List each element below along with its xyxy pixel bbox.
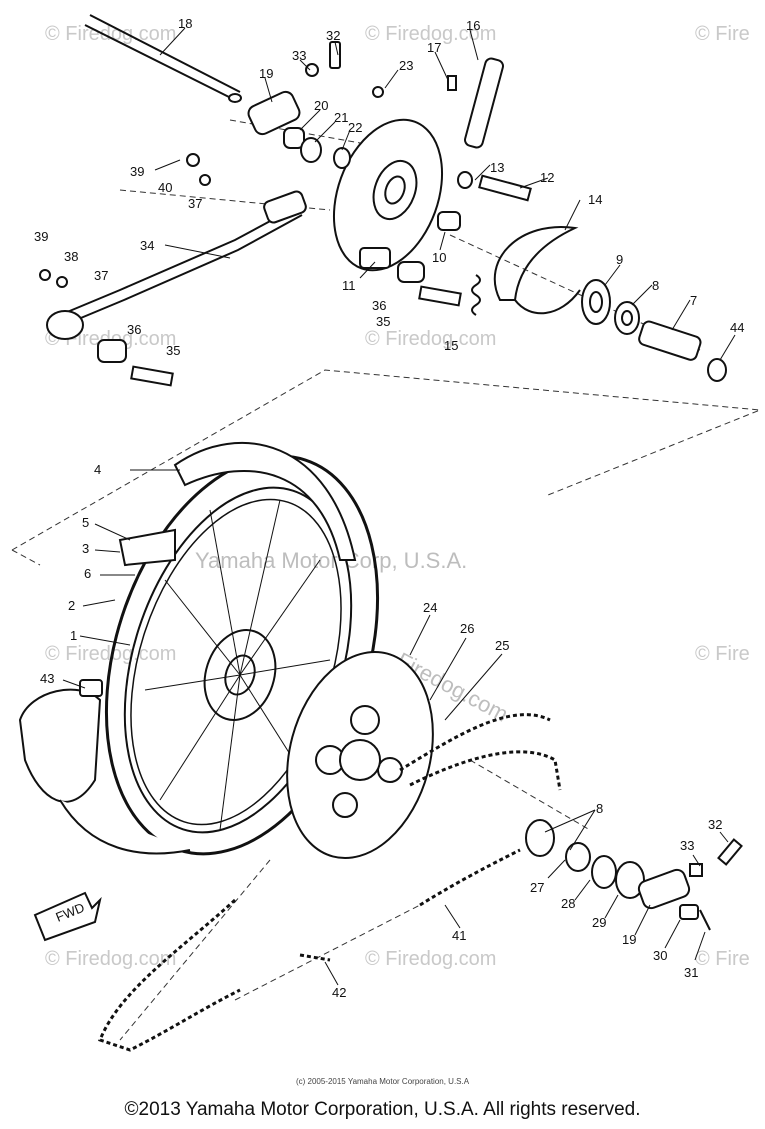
part-number: 33 — [292, 48, 306, 63]
part-number: 20 — [314, 98, 328, 113]
watermark: © Firedog.com — [45, 23, 176, 45]
bearing-set — [581, 279, 727, 382]
part-number: 17 — [427, 40, 441, 55]
watermark: © Fire — [695, 23, 750, 45]
part-number: 37 — [94, 268, 108, 283]
watermark: Yamaha Motor Corp, U.S.A. — [195, 548, 467, 573]
part-number: 18 — [178, 16, 192, 31]
part-number: 14 — [588, 192, 602, 207]
part-number: 9 — [616, 252, 623, 267]
rim-band — [79, 528, 176, 697]
part-number: 35 — [166, 343, 180, 358]
torque-rod — [39, 153, 307, 387]
part-number: 42 — [332, 985, 346, 1000]
tire-tread — [18, 441, 357, 855]
part-number: 11 — [342, 278, 356, 293]
part-number: 44 — [730, 320, 744, 335]
part-number: 22 — [348, 120, 362, 135]
watermark: © Firedog.com — [365, 23, 496, 45]
part-number: 26 — [460, 621, 474, 636]
brake-panel — [332, 118, 444, 272]
watermark: © Fire — [695, 948, 750, 970]
part-number: 8 — [596, 801, 603, 816]
part-number: 32 — [708, 817, 722, 832]
brake-shoe — [493, 225, 581, 315]
part-number: 39 — [130, 164, 144, 179]
part-number: 36 — [372, 298, 386, 313]
watermark: © Firedog.com — [365, 328, 496, 350]
watermark: © Fire — [695, 643, 750, 665]
axle-hardware-right — [525, 819, 743, 931]
part-number: 25 — [495, 638, 509, 653]
part-number: 13 — [490, 160, 504, 175]
part-number: 10 — [432, 250, 446, 265]
part-number: 21 — [334, 110, 348, 125]
part-number: 33 — [680, 838, 694, 853]
watermark: © Firedog.com — [365, 948, 496, 970]
part-number: 32 — [326, 28, 340, 43]
copyright-footer: ©2013 Yamaha Motor Corporation, U.S.A. A… — [124, 1099, 641, 1120]
leader-lines — [62, 27, 736, 986]
part-number: 16 — [466, 18, 480, 33]
part-number: 3 — [82, 541, 89, 556]
part-number: 34 — [140, 238, 154, 253]
watermark: © Firedog.com — [45, 643, 176, 665]
watermark: © Firedog.com — [45, 948, 176, 970]
part-number: 35 — [376, 314, 390, 329]
part-number: 6 — [84, 566, 91, 581]
part-number: 37 — [188, 196, 202, 211]
part-number: 36 — [127, 322, 141, 337]
part-number: 40 — [158, 180, 172, 195]
part-number: 2 — [68, 598, 75, 613]
part-number: 24 — [423, 600, 437, 615]
part-number: 30 — [653, 948, 667, 963]
part-number: 29 — [592, 915, 606, 930]
part-number: 5 — [82, 515, 89, 530]
part-number: 31 — [684, 965, 698, 980]
part-number: 27 — [530, 880, 544, 895]
part-number: 39 — [34, 229, 48, 244]
part-number-labels: 18 32 33 16 17 23 19 20 21 22 39 40 37 1… — [34, 16, 744, 1000]
part-number: 28 — [561, 896, 575, 911]
part-number: 43 — [40, 671, 54, 686]
part-number: 1 — [70, 628, 77, 643]
part-number: 19 — [259, 66, 273, 81]
small-hardware — [247, 41, 532, 316]
part-number: 7 — [690, 293, 697, 308]
part-number: 41 — [452, 928, 466, 943]
part-number: 12 — [540, 170, 554, 185]
part-number: 15 — [444, 338, 458, 353]
part-number: 19 — [622, 932, 636, 947]
rear-sprocket — [286, 650, 434, 860]
part-number: 23 — [399, 58, 413, 73]
part-number: 8 — [652, 278, 659, 293]
part-number: 38 — [64, 249, 78, 264]
drive-chain — [98, 713, 562, 1052]
inner-copyright-text: (c) 2005-2015 Yamaha Motor Corporation, … — [295, 1077, 470, 1086]
part-number: 4 — [94, 462, 101, 477]
axle-shaft — [84, 14, 242, 103]
forward-arrow-icon: FWD — [33, 891, 102, 942]
